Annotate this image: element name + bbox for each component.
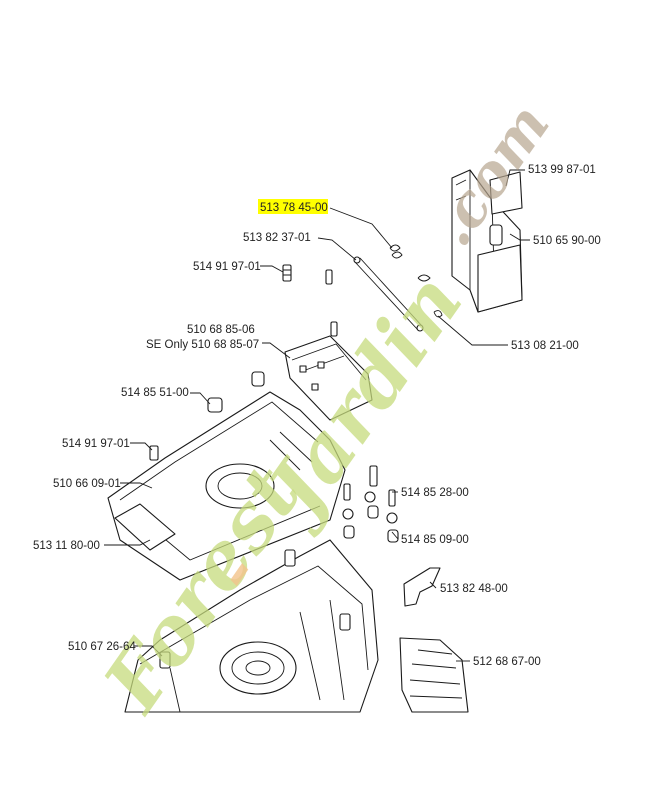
- label-510660901: 510 66 09-01: [53, 478, 121, 490]
- label-510688507: SE Only 510 68 85-07: [146, 339, 259, 351]
- label-513784500: 513 78 45-00: [260, 202, 328, 214]
- label-514855100: 514 85 51-00: [121, 387, 189, 399]
- label-513823701: 513 82 37-01: [243, 232, 311, 244]
- label-510659000: 510 65 90-00: [533, 235, 601, 247]
- fasteners-514852800: [342, 465, 399, 543]
- plate-513118000: [114, 503, 176, 551]
- label-514852800: 514 85 28-00: [401, 487, 469, 499]
- spring-clip-part: [389, 244, 403, 259]
- rear-flap-part: [451, 169, 523, 313]
- label-510672664: 510 67 26-64: [68, 641, 136, 653]
- side-panel-512686700: [399, 637, 469, 713]
- label-513118000: 513 11 80-00: [33, 540, 100, 552]
- label-513997801: 513 99 87-01: [528, 164, 596, 176]
- label-514919701-upper: 514 91 97-01: [193, 261, 261, 273]
- label-513082100: 513 08 21-00: [511, 340, 579, 352]
- rod-part: [353, 256, 431, 332]
- hinge-bracket-part: [284, 335, 373, 421]
- label-512686700: 512 68 67-00: [473, 656, 541, 668]
- screw-514919701-lower: [149, 445, 159, 461]
- rod-clip-part: [433, 310, 443, 318]
- bracket-513824800: [403, 567, 441, 607]
- label-plate-part: [489, 171, 523, 215]
- deck-chassis-part: [124, 539, 379, 713]
- label-513824800: 513 82 48-00: [440, 583, 508, 595]
- label-514919701-lower: 514 91 97-01: [62, 438, 130, 450]
- label-510688506: 510 68 85-06: [187, 324, 255, 336]
- part-labels: 513 99 87-01 513 78 45-00 510 65 90-00 5…: [33, 164, 601, 668]
- screw-514919701-upper: [282, 264, 338, 337]
- leader-lines: [104, 169, 530, 662]
- highlight-box: [258, 199, 328, 214]
- knob-514855100: [207, 371, 265, 413]
- label-514850900: 514 85 09-00: [401, 534, 469, 546]
